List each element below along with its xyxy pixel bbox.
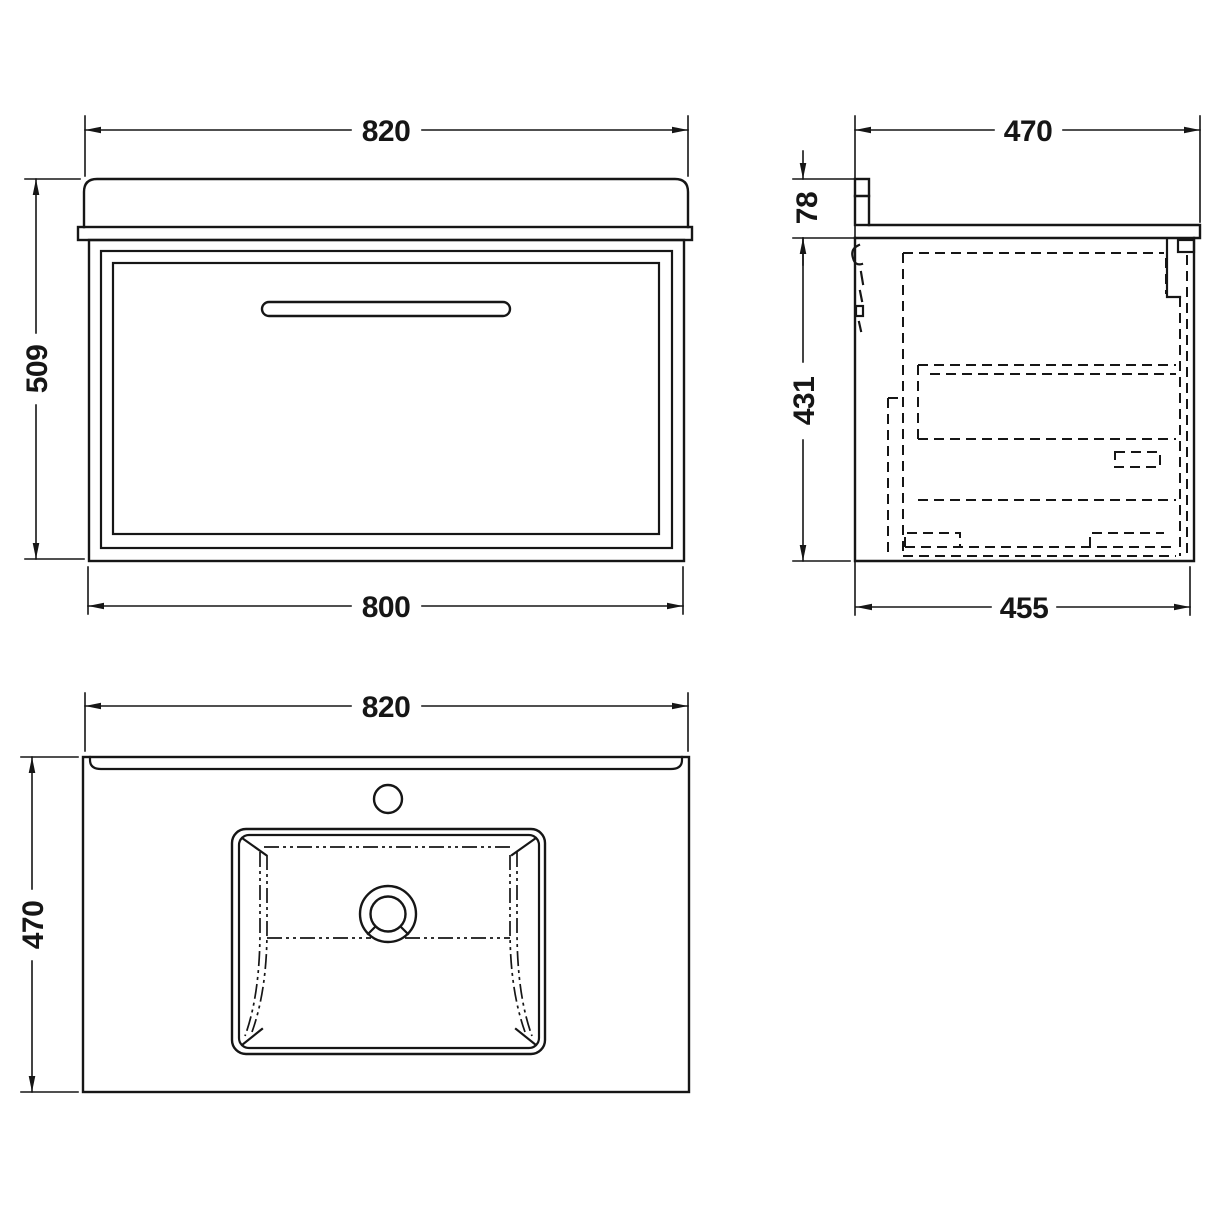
side-view: 470 78 431 455 bbox=[788, 115, 1202, 625]
arrowhead-right bbox=[672, 702, 688, 710]
waste-drain-outer bbox=[358, 884, 418, 944]
arrowhead-right bbox=[667, 602, 683, 610]
arrowhead-right bbox=[1174, 603, 1190, 611]
bracket-dashes bbox=[857, 270, 865, 333]
arrowhead-left bbox=[88, 602, 104, 610]
dimension-plan-depth: 470 bbox=[17, 756, 79, 1093]
dim-label-820-front: 820 bbox=[362, 115, 411, 148]
cabinet-frame-front bbox=[99, 249, 674, 550]
dimension-side-top-depth: 470 bbox=[854, 115, 1201, 223]
bracket-hook bbox=[851, 243, 864, 266]
dimension-side-bottom-depth: 455 bbox=[855, 566, 1191, 625]
tap-hole bbox=[372, 783, 404, 815]
drawer-front-panel bbox=[111, 261, 661, 536]
side-rail bbox=[887, 397, 903, 556]
contour-left bbox=[244, 852, 268, 1037]
arrowhead-up bbox=[32, 179, 40, 195]
dimension-front-bottom-width: 800 bbox=[87, 566, 684, 624]
bowl-corner-breaklines bbox=[240, 836, 538, 1047]
worktop-side bbox=[853, 223, 1202, 240]
drawer-box bbox=[917, 364, 1176, 501]
cavity-outline bbox=[902, 252, 1176, 557]
bottom-feet bbox=[904, 532, 1176, 548]
dim-label-800: 800 bbox=[362, 591, 411, 624]
extension-lines bbox=[24, 178, 85, 560]
contour-right bbox=[509, 852, 533, 1037]
waste-drain-inner bbox=[369, 895, 407, 933]
plan-view: 820 470 bbox=[17, 691, 691, 1094]
basin-slab-front bbox=[82, 177, 690, 229]
arrowhead-left bbox=[85, 126, 101, 134]
dim-label-820-plan: 820 bbox=[362, 691, 411, 724]
dim-label-78: 78 bbox=[791, 192, 824, 224]
cabinet-outline-side bbox=[853, 236, 1196, 563]
bracket-block bbox=[854, 304, 865, 318]
dim-label-455: 455 bbox=[1000, 592, 1049, 625]
dim-label-470-plan: 470 bbox=[17, 901, 50, 950]
cavity-right-edges bbox=[1165, 255, 1188, 556]
arrowhead-left bbox=[856, 603, 872, 611]
basin-bowl-inner-rim bbox=[237, 833, 541, 1050]
worktop-plan bbox=[81, 755, 691, 1094]
drawer-internal-hidden-lines bbox=[887, 252, 1188, 557]
arrowhead-down bbox=[799, 545, 807, 561]
front-view: 820 509 800 bbox=[21, 115, 694, 624]
dimension-front-height: 509 bbox=[21, 178, 85, 560]
arrowhead-right bbox=[1184, 126, 1200, 134]
dimension-side-cabinet-height: 431 bbox=[788, 237, 851, 562]
worktop-front bbox=[76, 225, 694, 242]
arrowhead-left bbox=[85, 702, 101, 710]
arrowhead-down bbox=[32, 543, 40, 559]
dim-label-470-side: 470 bbox=[1004, 115, 1053, 148]
waste-drain-ticks bbox=[366, 925, 410, 936]
cabinet-outline-front bbox=[87, 238, 686, 563]
drawer-handle bbox=[260, 300, 512, 318]
runner-slot bbox=[1114, 451, 1161, 468]
tap-upstand-side bbox=[853, 177, 871, 227]
drawer-front-top-rail bbox=[1176, 238, 1196, 254]
dimension-plan-width: 820 bbox=[84, 691, 689, 752]
arrowhead-down bbox=[799, 163, 807, 179]
arrowhead-down bbox=[28, 1076, 36, 1092]
bowl-contour-phantom-lines bbox=[244, 846, 533, 1037]
dimension-front-top-width: 820 bbox=[84, 115, 689, 177]
extension-lines bbox=[84, 692, 689, 752]
extension-lines bbox=[84, 115, 689, 177]
basin-bowl-outer bbox=[230, 827, 547, 1056]
extension-lines bbox=[20, 756, 79, 1093]
dim-label-431: 431 bbox=[788, 377, 821, 426]
arrowhead-left bbox=[855, 126, 871, 134]
arrowhead-right bbox=[672, 126, 688, 134]
wall-bracket-detail bbox=[851, 243, 865, 333]
dim-label-509: 509 bbox=[21, 345, 54, 394]
arrowhead-up bbox=[28, 757, 36, 773]
worktop-front-lip bbox=[88, 755, 684, 771]
